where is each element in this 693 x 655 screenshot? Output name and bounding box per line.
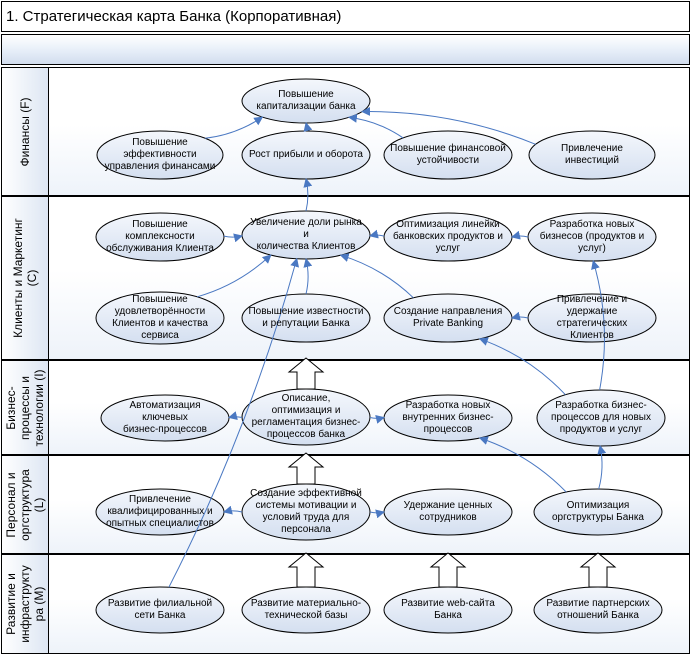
- block-arrow-4: [429, 552, 467, 588]
- link-c-satisf-to-c-share: [197, 254, 272, 298]
- link-f-profit-to-f-cap: [303, 122, 313, 132]
- node-c-fame: Повышение известности и репутации Банка: [248, 306, 364, 329]
- link-i-desc-to-i-newint: [369, 415, 385, 424]
- link-i-newprod-to-c-private: [478, 337, 566, 396]
- link-l-optorg-to-i-newint: [478, 436, 567, 493]
- block-arrow-2: [287, 452, 325, 485]
- header-band: [1, 34, 690, 65]
- link-l-motiv-to-l-attract: [223, 505, 243, 515]
- link-c-optline-to-c-share: [369, 229, 385, 239]
- node-c-complex: Повышение комплексности обслуживания Кли…: [106, 219, 214, 254]
- link-f-eff-to-f-cap: [205, 116, 264, 139]
- block-arrow-1: [287, 357, 325, 390]
- link-l-motiv-to-l-retain: [369, 509, 385, 519]
- link-c-private-to-c-share: [339, 253, 414, 299]
- node-i-desc: Описание, оптимизация и регламентация би…: [251, 393, 361, 440]
- node-c-satisf: Повышение удовлетворённости Клиентов и к…: [112, 294, 208, 341]
- node-i-newint: Разработка новых внутренних бизнес- проц…: [402, 400, 494, 435]
- node-shape-f-inv: [528, 130, 656, 180]
- link-m-branch-to-c-share: [168, 257, 300, 588]
- node-c-strat: Привлечение и удержание стратегических К…: [556, 294, 628, 341]
- node-l-attract: Привлечение квалифицированных и опытных …: [106, 494, 214, 529]
- link-c-newbiz-to-c-optline: [511, 230, 529, 240]
- link-f-inv-to-f-cap: [361, 106, 536, 145]
- node-m-material: Развитие материально- технической базы: [250, 598, 362, 621]
- lane-transition-arrows: [287, 357, 617, 588]
- link-i-desc-to-i-auto: [228, 411, 243, 420]
- node-i-newprod: Разработка бизнес- процессов для новых п…: [551, 400, 651, 435]
- node-c-newbiz: Разработка новых бизнесов (продуктов и у…: [539, 219, 645, 254]
- node-f-profit: Рост прибыли и оборота: [249, 149, 363, 160]
- node-c-optline: Оптимизация линейки банковских продуктов…: [393, 219, 503, 254]
- link-f-stab-to-f-cap: [347, 113, 404, 139]
- node-f-cap: Повышение капитализации банка: [256, 89, 356, 112]
- node-l-optorg: Оптимизация оргструктуры Банка: [552, 500, 644, 523]
- link-c-strat-to-c-private: [511, 311, 529, 321]
- node-shape-f-eff: [96, 130, 224, 180]
- node-i-auto: Автоматизация ключевых бизнес-процессов: [122, 400, 207, 435]
- node-m-web: Развитие web-сайта Банка: [401, 598, 495, 621]
- node-f-stab: Повышение финансовой устойчивости: [390, 143, 506, 166]
- node-c-private: Создание направления Private Banking: [393, 306, 503, 329]
- node-shapes: [95, 78, 666, 634]
- node-l-motiv: Создание эффективной системы мотивации и…: [250, 488, 362, 535]
- block-arrow-3: [287, 552, 325, 588]
- node-shape-l-optorg: [533, 488, 663, 536]
- connectors: [168, 106, 607, 588]
- node-f-eff: Повышение эффективности управления финан…: [104, 137, 216, 172]
- node-shape-c-complex: [95, 212, 225, 262]
- node-f-inv: Привлечение инвестиций: [561, 143, 623, 166]
- node-shape-m-web: [383, 586, 513, 634]
- node-m-branch: Развитие филиальной сети Банка: [107, 598, 213, 621]
- node-shape-m-branch: [95, 586, 225, 634]
- link-i-newprod-to-c-newbiz: [591, 260, 605, 391]
- page-title: 1. Стратегическая карта Банка (Корпорати…: [1, 1, 690, 32]
- block-arrow-5: [579, 552, 617, 588]
- link-l-optorg-to-i-newprod: [597, 445, 607, 490]
- node-shape-f-stab: [383, 130, 513, 180]
- node-c-share: Увеличение доли рынка и количества Клиен…: [250, 217, 362, 252]
- node-shape-m-material: [241, 586, 371, 634]
- node-m-partner: Развитие партнерских отношений Банка: [546, 598, 650, 621]
- link-c-share-to-f-profit: [303, 178, 313, 212]
- node-l-retain: Удержание ценных сотрудников: [403, 500, 493, 523]
- link-c-complex-to-c-share: [223, 233, 243, 243]
- node-shape-m-partner: [533, 586, 663, 634]
- node-shape-c-satisf: [95, 291, 225, 345]
- link-c-fame-to-c-share: [303, 258, 313, 295]
